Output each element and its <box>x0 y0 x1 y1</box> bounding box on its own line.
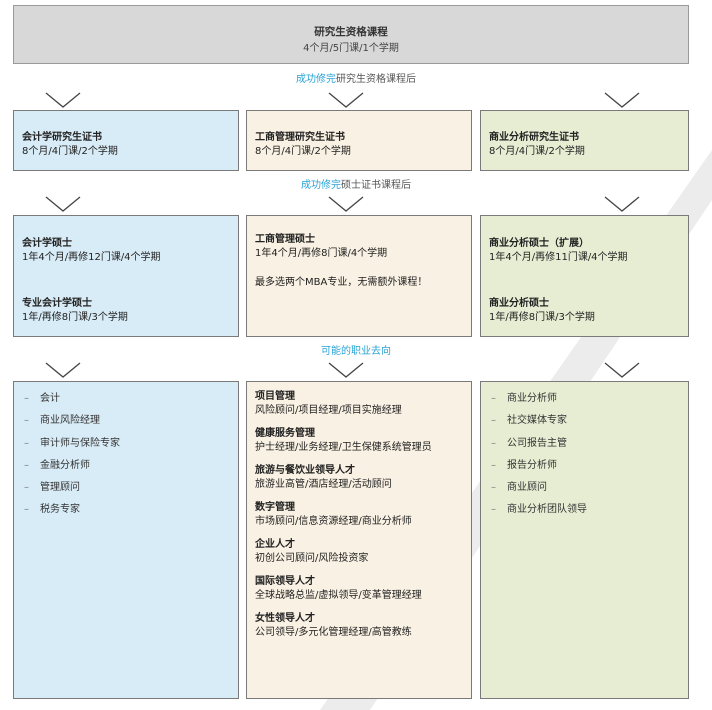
dash-icon: – <box>491 437 496 449</box>
career-group: 企业人才初创公司顾问/风险投资家 <box>255 538 432 575</box>
dash-icon: – <box>24 459 29 471</box>
career-group: 项目管理风险顾问/项目经理/项目实施经理 <box>255 390 432 427</box>
transition-text: 研究生资格课程后 <box>336 74 416 85</box>
certificate-detail: 8个月/4门课/2个学期 <box>255 146 351 157</box>
list-item: –报告分析师 <box>491 459 557 471</box>
career-group-title: 企业人才 <box>255 539 295 550</box>
dash-icon: – <box>491 504 496 516</box>
career-list-analytics: –商业分析师 –社交媒体专家 –公司报告主管 –报告分析师 –商业顾问 –商业分… <box>491 392 587 526</box>
transition-highlight: 成功修完 <box>301 180 341 191</box>
masters-note: 最多选两个MBA专业，无需额外课程！ <box>255 277 428 288</box>
chevron-down-icon <box>45 196 81 212</box>
chevron-down-icon <box>45 92 81 108</box>
transition-highlight: 成功修完 <box>296 74 336 85</box>
transition-text: 硕士证书课程后 <box>341 180 411 191</box>
certificate-title: 会计学研究生证书 <box>22 132 102 143</box>
masters-detail: 1年/再修8门课/3个学期 <box>22 312 128 323</box>
career-group: 旅游与餐饮业领导人才旅游业高管/酒店经理/活动顾问 <box>255 464 432 501</box>
careers-analytics-box: –商业分析师 –社交媒体专家 –公司报告主管 –报告分析师 –商业顾问 –商业分… <box>480 381 689 699</box>
dash-icon: – <box>491 459 496 471</box>
chevron-down-icon <box>604 362 640 378</box>
list-item: –金融分析师 <box>24 459 90 471</box>
careers-accounting-box: –会计 –商业风险经理 –审计师与保险专家 –金融分析师 –管理顾问 –税务专家 <box>13 381 239 699</box>
list-item: –税务专家 <box>24 504 80 516</box>
masters-detail: 1年4个月/再修11门课/4个学期 <box>489 252 628 263</box>
career-group-detail: 风险顾问/项目经理/项目实施经理 <box>255 405 402 416</box>
certificate-analytics-box: 商业分析研究生证书 8个月/4门课/2个学期 <box>480 110 689 171</box>
qualifying-program-detail: 4个月/5门课/1个学期 <box>303 43 399 54</box>
dash-icon: – <box>24 482 29 494</box>
transition-career-outcomes: 可能的职业去向 <box>0 342 712 357</box>
masters-title: 商业分析硕士（扩展） <box>489 238 589 249</box>
qualifying-program-box: 研究生资格课程 4个月/5门课/1个学期 <box>13 5 689 64</box>
chevron-down-icon <box>45 362 81 378</box>
career-group-title: 女性领导人才 <box>255 613 315 624</box>
chevron-down-icon <box>604 92 640 108</box>
masters-detail: 1年4个月/再修12门课/4个学期 <box>22 252 161 263</box>
masters-title: 会计学硕士 <box>22 238 72 249</box>
masters-business-box: 工商管理硕士 1年4个月/再修8门课/4个学期 最多选两个MBA专业，无需额外课… <box>246 215 472 337</box>
list-item: –管理顾问 <box>24 482 80 494</box>
career-group-detail: 公司领导/多元化管理经理/高管教练 <box>255 627 412 638</box>
masters-title: 工商管理硕士 <box>255 234 315 245</box>
masters-detail: 1年/再修8门课/3个学期 <box>489 312 595 323</box>
career-group-title: 项目管理 <box>255 391 295 402</box>
dash-icon: – <box>491 415 496 427</box>
career-group-title: 健康服务管理 <box>255 428 315 439</box>
career-group-title: 旅游与餐饮业领导人才 <box>255 465 355 476</box>
career-group-detail: 市场顾问/信息资源经理/商业分析师 <box>255 516 412 527</box>
list-item: –商业顾问 <box>491 482 547 494</box>
dash-icon: – <box>24 437 29 449</box>
qualifying-program-title: 研究生资格课程 <box>314 26 388 38</box>
dash-icon: – <box>491 482 496 494</box>
career-group-detail: 旅游业高管/酒店经理/活动顾问 <box>255 479 392 490</box>
career-group-detail: 护士经理/业务经理/卫生保健系统管理员 <box>255 442 432 453</box>
chevron-down-icon <box>328 196 364 212</box>
list-item: –会计 <box>24 393 60 404</box>
careers-business-box: 项目管理风险顾问/项目经理/项目实施经理 健康服务管理护士经理/业务经理/卫生保… <box>246 381 472 699</box>
masters-accounting-box: 会计学硕士 1年4个月/再修12门课/4个学期 专业会计学硕士 1年/再修8门课… <box>13 215 239 337</box>
transition-after-qualifying: 成功修完研究生资格课程后 <box>0 70 712 85</box>
list-item: –公司报告主管 <box>491 437 567 449</box>
dash-icon: – <box>491 393 496 404</box>
certificate-title: 工商管理研究生证书 <box>255 132 345 143</box>
chevron-down-icon <box>328 92 364 108</box>
dash-icon: – <box>24 504 29 516</box>
list-item: –商业分析团队领导 <box>491 504 587 516</box>
career-group-title: 国际领导人才 <box>255 576 315 587</box>
career-list-accounting: –会计 –商业风险经理 –审计师与保险专家 –金融分析师 –管理顾问 –税务专家 <box>24 392 120 526</box>
certificate-detail: 8个月/4门课/2个学期 <box>22 146 118 157</box>
masters-detail: 1年4个月/再修8门课/4个学期 <box>255 248 388 259</box>
transition-highlight: 可能的职业去向 <box>321 346 391 357</box>
career-group-title: 数字管理 <box>255 502 295 513</box>
career-group: 数字管理市场顾问/信息资源经理/商业分析师 <box>255 501 432 538</box>
career-group: 健康服务管理护士经理/业务经理/卫生保健系统管理员 <box>255 427 432 464</box>
masters-analytics-box: 商业分析硕士（扩展） 1年4个月/再修11门课/4个学期 商业分析硕士 1年/再… <box>480 215 689 337</box>
dash-icon: – <box>24 393 29 404</box>
dash-icon: – <box>24 415 29 427</box>
list-item: –商业分析师 <box>491 393 557 404</box>
certificate-accounting-box: 会计学研究生证书 8个月/4门课/2个学期 <box>13 110 239 171</box>
career-group-detail: 全球战略总监/虚拟领导/变革管理经理 <box>255 590 422 601</box>
career-group: 女性领导人才公司领导/多元化管理经理/高管教练 <box>255 612 432 649</box>
transition-after-certificate: 成功修完硕士证书课程后 <box>0 176 712 191</box>
list-item: –审计师与保险专家 <box>24 437 120 449</box>
career-group: 国际领导人才全球战略总监/虚拟领导/变革管理经理 <box>255 575 432 612</box>
career-group-detail: 初创公司顾问/风险投资家 <box>255 553 369 564</box>
list-item: –社交媒体专家 <box>491 415 567 427</box>
masters-title: 商业分析硕士 <box>489 298 549 309</box>
list-item: –商业风险经理 <box>24 415 100 427</box>
certificate-title: 商业分析研究生证书 <box>489 132 579 143</box>
masters-title: 专业会计学硕士 <box>22 298 92 309</box>
certificate-detail: 8个月/4门课/2个学期 <box>489 146 585 157</box>
chevron-down-icon <box>604 196 640 212</box>
certificate-business-box: 工商管理研究生证书 8个月/4门课/2个学期 <box>246 110 472 171</box>
career-list-business: 项目管理风险顾问/项目经理/项目实施经理 健康服务管理护士经理/业务经理/卫生保… <box>255 390 432 649</box>
chevron-down-icon <box>328 362 364 378</box>
